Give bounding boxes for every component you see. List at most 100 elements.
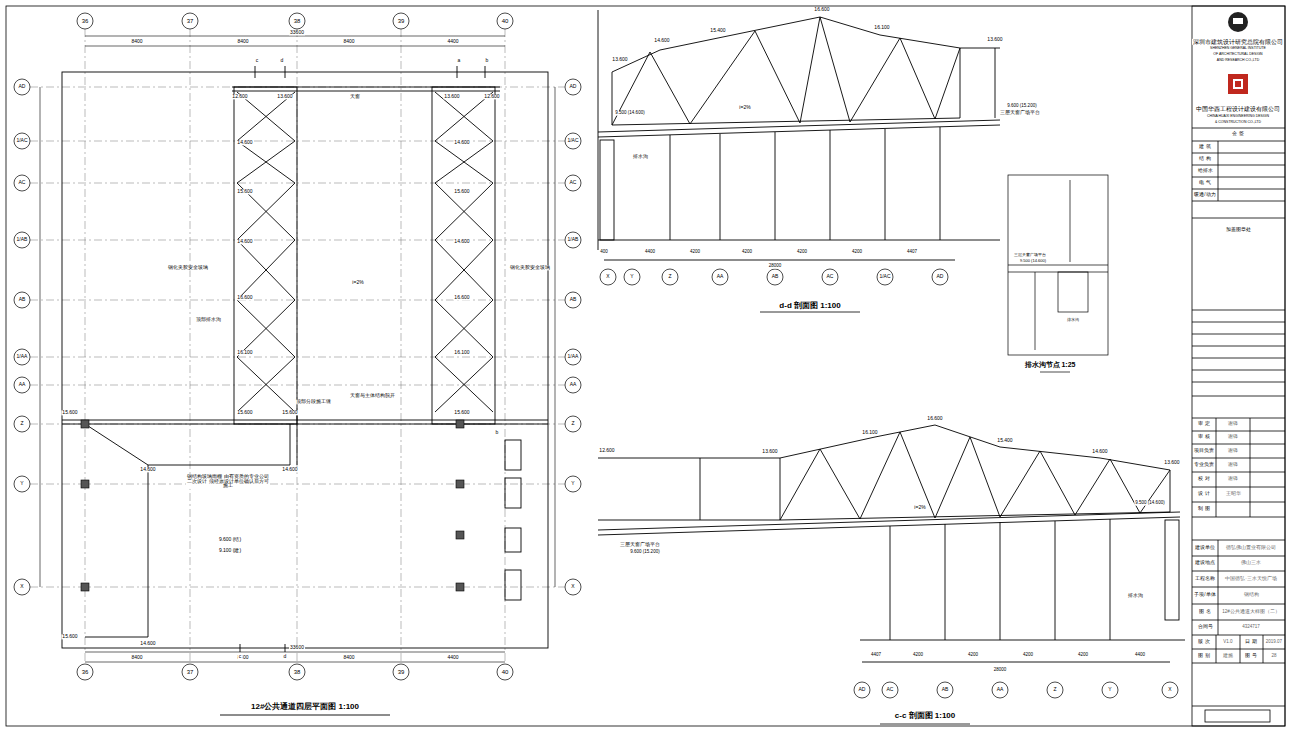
- drawing-label: 14.600: [139, 641, 156, 646]
- axis-label: 1/AB: [16, 237, 29, 242]
- drawing-label: 16.600: [453, 295, 470, 300]
- drawing-label: OF ARCHITECTURAL DESIGN: [1212, 53, 1263, 57]
- axis-label: Y: [570, 481, 575, 486]
- drawing-label: 钢化夹胶安全玻璃: [167, 265, 209, 270]
- drawing-label: 14.600: [453, 239, 470, 244]
- axis-label: 1/AC: [878, 274, 891, 279]
- drawing-label: 三层天窗广场平台: [999, 111, 1041, 116]
- drawing-label: 8400: [236, 39, 249, 44]
- axis-label: 1/AC: [566, 138, 579, 143]
- axis-label: Y: [629, 274, 634, 279]
- axis-label: Z: [19, 421, 24, 426]
- drawing-label: 建施: [1222, 654, 1234, 659]
- drawing-label: 图 号: [1244, 654, 1257, 659]
- drawing-label: CHINA HUAXI ENGINEERING DESIGN: [1206, 115, 1270, 119]
- drawing-label: 16.600: [236, 295, 253, 300]
- drawing-label: 日 期: [1244, 640, 1257, 645]
- drawing-label: d: [280, 58, 285, 63]
- drawing-label: 13.600: [761, 449, 778, 454]
- drawing-label: 版 次: [1197, 640, 1210, 645]
- drawing-label: & CONSTRUCTION CO.,LTD: [1214, 121, 1262, 125]
- drawing-label: 三层天窗广场平台: [619, 543, 661, 548]
- axis-label: AA: [716, 274, 725, 279]
- axis-label: X: [605, 274, 610, 279]
- drawing-label: 15.600: [61, 634, 78, 639]
- drawing-label: 15.600: [236, 189, 253, 194]
- drawing-label: 4400: [1134, 653, 1146, 658]
- drawing-label: 项目负责: [1193, 448, 1215, 453]
- drawing-label: 15.600: [236, 410, 253, 415]
- axis-label: AC: [886, 687, 895, 692]
- drawing-label: 15.600: [453, 410, 470, 415]
- drawing-label: 合同号: [1197, 625, 1214, 630]
- drawing-label: 4200: [1022, 653, 1034, 658]
- drawing-label: 制 图: [1197, 506, 1210, 511]
- drawing-label: b: [495, 430, 500, 435]
- drawing-label: 16.100: [861, 430, 878, 435]
- drawing-label: 德弘佛山置业有限公司: [1225, 546, 1277, 551]
- axis-label: Z: [1052, 687, 1057, 692]
- axis-label: Y: [1107, 687, 1112, 692]
- drawing-label: 顶部排水沟: [195, 317, 222, 322]
- drawing-label: 审 核: [1197, 434, 1210, 439]
- drawing-label: 建设地点: [1194, 561, 1216, 566]
- axis-label: AA: [569, 382, 578, 387]
- drawing-label: 8400: [130, 39, 143, 44]
- drawing-label: 9.100 (建): [218, 548, 242, 553]
- drawing-label: 顶部分段施工缝: [295, 399, 332, 404]
- drawing-label: 8400: [130, 655, 143, 660]
- drawing-label: 钢化夹胶安全玻璃: [509, 265, 551, 270]
- drawing-label: 钢结构玻璃雨棚 由有资质的专业公司二次设计 须经原设计单位确认后方可施工: [186, 475, 270, 489]
- drawing-label: 16.600: [813, 7, 830, 12]
- drawing-label: 16.100: [453, 350, 470, 355]
- axis-label: 40: [501, 669, 510, 675]
- drawing-label: 钢结构: [1243, 593, 1260, 598]
- axis-label: AB: [941, 687, 950, 692]
- axis-label: 37: [186, 18, 195, 24]
- drawing-label: 9.600 (结): [218, 537, 242, 542]
- drawing-label: 三层天窗广场平台: [1013, 253, 1047, 257]
- drawing-label: 15.600: [281, 410, 298, 415]
- drawing-label: 谢锋: [1227, 421, 1239, 426]
- axis-label: 1/AC: [15, 138, 28, 143]
- drawing-label: 4200: [1077, 653, 1089, 658]
- axis-label: X: [570, 584, 575, 589]
- axis-label: X: [1167, 687, 1172, 692]
- drawing-label: 14.600: [236, 140, 253, 145]
- drawing-label: 16.100: [236, 350, 253, 355]
- drawing-label: 4400: [446, 39, 459, 44]
- drawing-label: 13.600: [611, 57, 628, 62]
- axis-label: 39: [397, 669, 406, 675]
- drawing-label: 图 名: [1198, 610, 1211, 615]
- drawing-label: 天窗: [349, 94, 361, 99]
- drawing-label: 28000: [768, 264, 783, 269]
- view-title: 排水沟节点 1:25: [1024, 361, 1077, 368]
- axis-label: 40: [501, 18, 510, 24]
- drawing-label: 4200: [967, 653, 979, 658]
- axis-label: 37: [186, 669, 195, 675]
- axis-label: AB: [771, 274, 780, 279]
- drawing-label: 28: [1270, 654, 1277, 659]
- axis-label: AD: [936, 274, 945, 279]
- drawing-label: 谢锋: [1227, 462, 1239, 467]
- drawing-label: 14.600: [653, 38, 670, 43]
- drawing-label: 14.600: [236, 239, 253, 244]
- axis-label: AC: [826, 274, 835, 279]
- axis-label: AA: [18, 382, 27, 387]
- drawing-label: 15.600: [61, 410, 78, 415]
- drawing-label: 审 定: [1197, 421, 1210, 426]
- drawing-label: 设 计: [1197, 491, 1210, 496]
- drawing-label: 排水沟: [1127, 593, 1144, 598]
- axis-label: Z: [570, 421, 575, 426]
- drawing-label: 结 构: [1198, 156, 1211, 161]
- axis-label: 36: [81, 669, 90, 675]
- drawing-label: 9.600 (15.200): [629, 550, 660, 555]
- axis-label: Z: [667, 274, 672, 279]
- drawing-label: 子项/单体: [1193, 593, 1216, 598]
- drawing-label: 校 对: [1197, 476, 1210, 481]
- view-title: c-c 剖面图 1:100: [894, 712, 956, 720]
- drawing-label: 会 签: [1231, 131, 1244, 136]
- axis-label: 36: [81, 18, 90, 24]
- drawing-label: i=2%: [351, 280, 364, 285]
- drawing-label: 9.600 (15.200): [1006, 104, 1037, 109]
